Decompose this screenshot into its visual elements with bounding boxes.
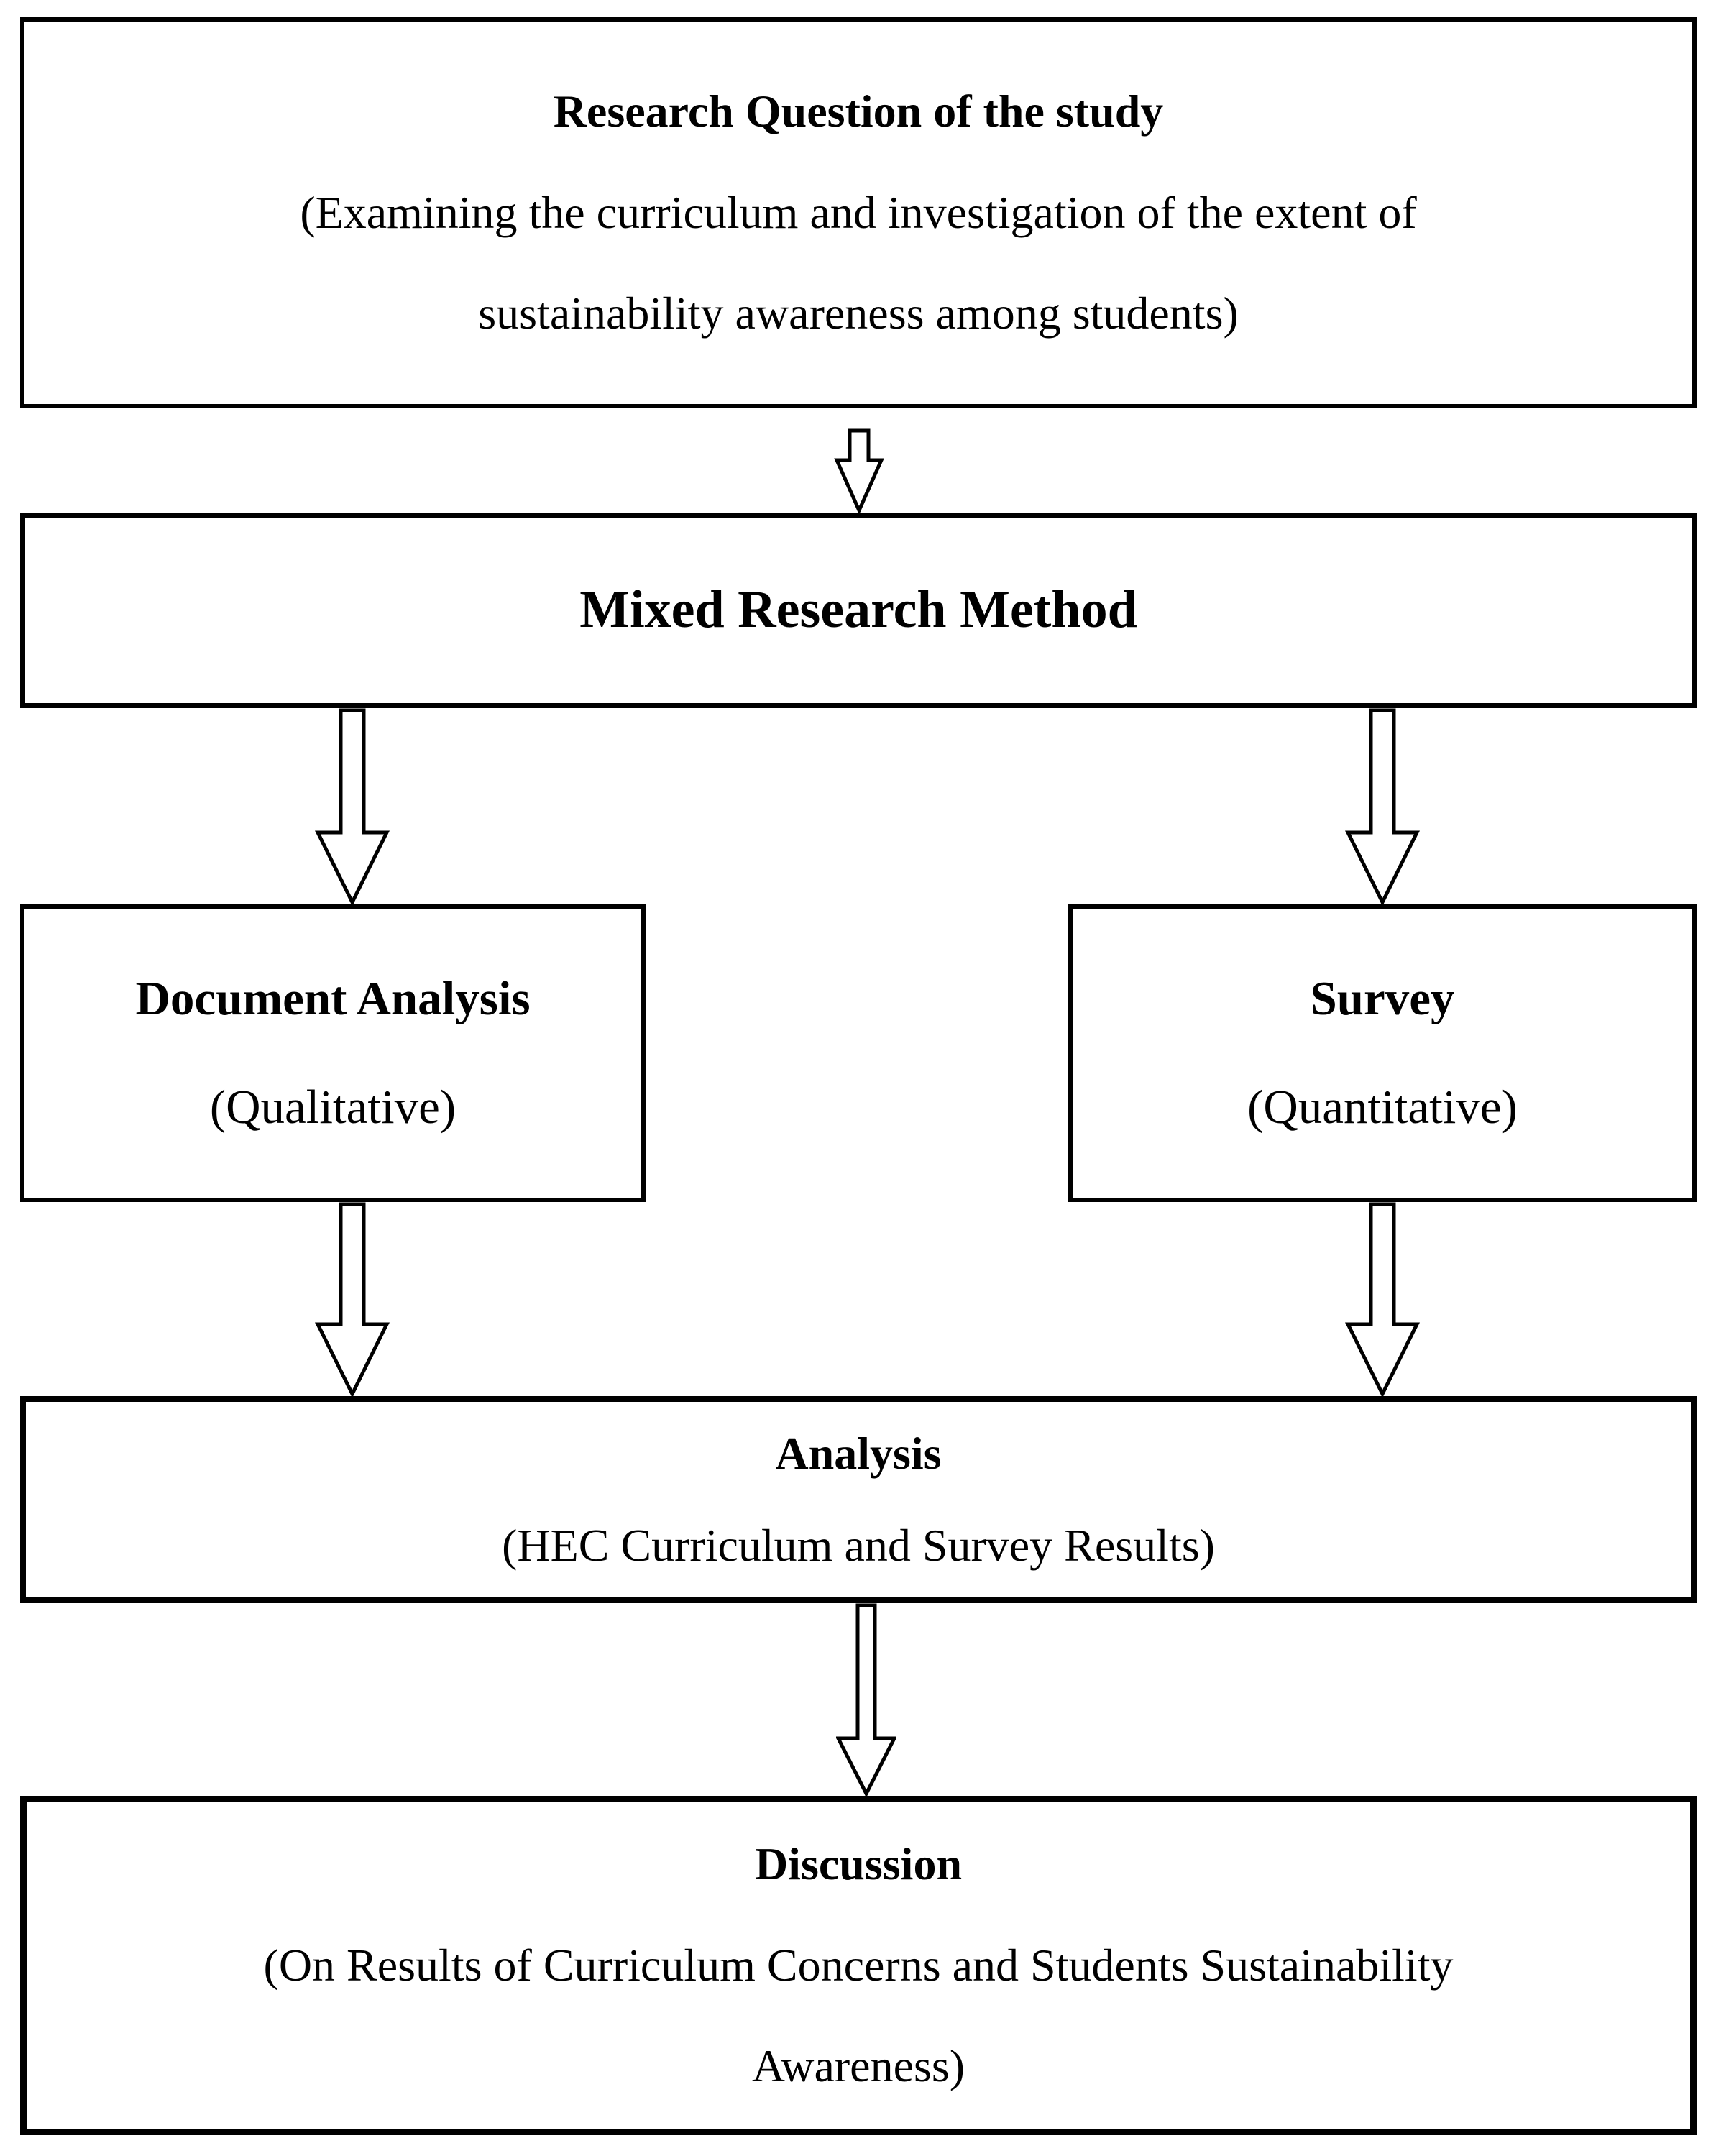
discussion-subtitle-line2: Awareness) [751, 2040, 965, 2092]
arrow-document-to-analysis-icon [315, 1202, 390, 1396]
analysis-box: Analysis (HEC Curriculum and Survey Resu… [20, 1396, 1697, 1603]
mixed-method-title: Mixed Research Method [579, 580, 1137, 640]
arrow-method-to-survey-icon [1345, 708, 1420, 904]
document-analysis-title: Document Analysis [135, 972, 531, 1026]
research-question-title: Research Question of the study [553, 85, 1164, 137]
discussion-title: Discussion [754, 1838, 963, 1889]
analysis-title: Analysis [775, 1428, 942, 1479]
mixed-method-box: Mixed Research Method [20, 513, 1697, 708]
arrow-analysis-to-discussion-icon [836, 1603, 896, 1796]
research-question-subtitle-line1: (Examining the curriculum and investigat… [300, 186, 1417, 238]
discussion-box: Discussion (On Results of Curriculum Con… [20, 1796, 1697, 2135]
survey-subtitle: (Quantitative) [1247, 1081, 1518, 1134]
discussion-subtitle-line1: (On Results of Curriculum Concerns and S… [263, 1939, 1454, 1991]
survey-title: Survey [1310, 972, 1455, 1026]
research-question-box: Research Question of the study (Examinin… [20, 17, 1697, 408]
survey-box: Survey (Quantitative) [1068, 904, 1697, 1202]
document-analysis-box: Document Analysis (Qualitative) [20, 904, 646, 1202]
document-analysis-subtitle: (Qualitative) [209, 1081, 456, 1134]
arrow-survey-to-analysis-icon [1345, 1202, 1420, 1396]
arrow-research-to-method-icon [834, 428, 884, 513]
analysis-subtitle: (HEC Curriculum and Survey Results) [502, 1520, 1215, 1571]
research-question-subtitle-line2: sustainability awareness among students) [478, 288, 1239, 339]
arrow-method-to-document-icon [315, 708, 390, 904]
